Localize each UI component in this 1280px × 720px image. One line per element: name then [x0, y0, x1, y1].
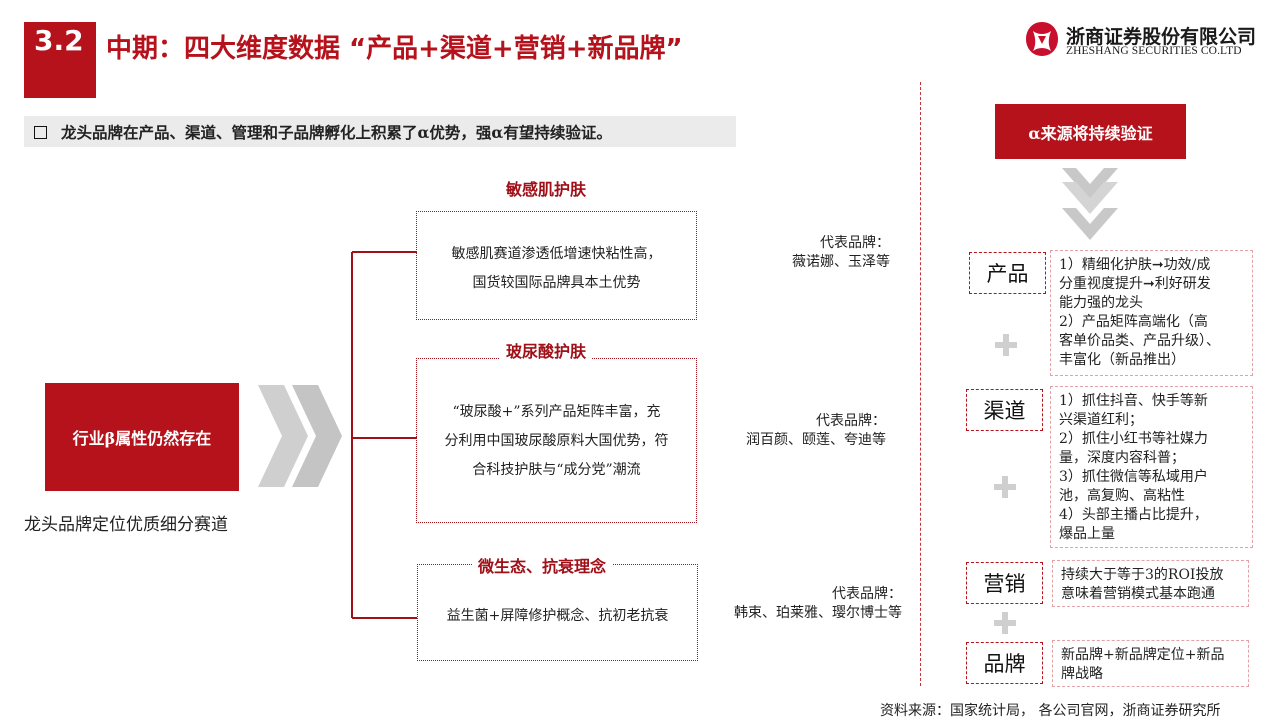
checkbox-icon — [34, 125, 47, 139]
section-number: 3.2 — [34, 24, 84, 57]
plus-icon — [994, 476, 1016, 498]
category-title: 敏感肌护肤 — [500, 176, 593, 200]
summary-bar: 龙头品牌在产品、渠道、管理和子品牌孵化上积累了α优势，强α有望持续验证。 — [24, 116, 736, 147]
beta-box: 行业β属性仍然存在 — [45, 383, 239, 491]
source-footnote: 资料来源：国家统计局， 各公司官网，浙商证券研究所 — [880, 703, 1221, 719]
representative-brands: 代表品牌： 薇诺娜、玉泽等 — [792, 235, 890, 270]
company-name-en: ZHESHANG SECURITIES CO.LTD — [1066, 45, 1242, 57]
dimension-desc-product: 1）精细化护肤➞功效/成 分重视度提升➞利好研发 能力强的龙头 2）产品矩阵高端… — [1050, 250, 1253, 376]
dimension-label-product: 产品 — [969, 252, 1046, 294]
category-title: 微生态、抗衰理念 — [472, 553, 613, 577]
category-title: 玻尿酸护肤 — [500, 338, 593, 362]
dimension-desc-marketing: 持续大于等于3的ROI投放 意味着营销模式基本跑通 — [1052, 560, 1249, 607]
chevron-right-icon — [258, 385, 342, 487]
category-description: “玻尿酸+”系列产品矩阵丰富，充 分利用中国玻尿酸原料大国优势，符 合科技护肤与… — [444, 404, 669, 478]
beta-caption: 龙头品牌定位优质细分赛道 — [24, 515, 228, 535]
dimension-label-marketing: 营销 — [966, 562, 1043, 604]
company-name-cn: 浙商证券股份有限公司 — [1066, 26, 1257, 48]
logo-icon — [1026, 22, 1058, 56]
column-divider — [920, 82, 921, 686]
tree-connector — [351, 251, 417, 619]
chevron-down-icon — [1062, 168, 1118, 240]
page-title: 中期：四大维度数据 “产品+渠道+营销+新品牌” — [106, 34, 683, 64]
representative-brands: 代表品牌： 韩束、珀莱雅、璎尔博士等 — [734, 586, 902, 621]
dimension-desc-channel: 1）抓住抖音、快手等新 兴渠道红利； 2）抓住小红书等社媒力 量，深度内容科普；… — [1050, 386, 1253, 548]
category-box-sensitive-skin — [416, 211, 697, 320]
dimension-desc-brand: 新品牌+新品牌定位+新品 牌战略 — [1052, 640, 1249, 687]
plus-icon — [994, 612, 1016, 634]
category-description: 敏感肌赛道渗透低增速快粘性高， 国货较国际品牌具本土优势 — [451, 246, 662, 291]
dimension-label-brand: 品牌 — [966, 642, 1043, 684]
alpha-box: α来源将持续验证 — [995, 104, 1186, 159]
summary-text: 龙头品牌在产品、渠道、管理和子品牌孵化上积累了α优势，强α有望持续验证。 — [61, 123, 612, 142]
category-description: 益生菌+屏障修护概念、抗初老抗衰 — [446, 608, 669, 624]
plus-icon — [995, 334, 1017, 356]
section-number-box — [24, 22, 96, 98]
representative-brands: 代表品牌： 润百颜、颐莲、夸迪等 — [746, 413, 886, 448]
dimension-label-channel: 渠道 — [966, 389, 1043, 431]
